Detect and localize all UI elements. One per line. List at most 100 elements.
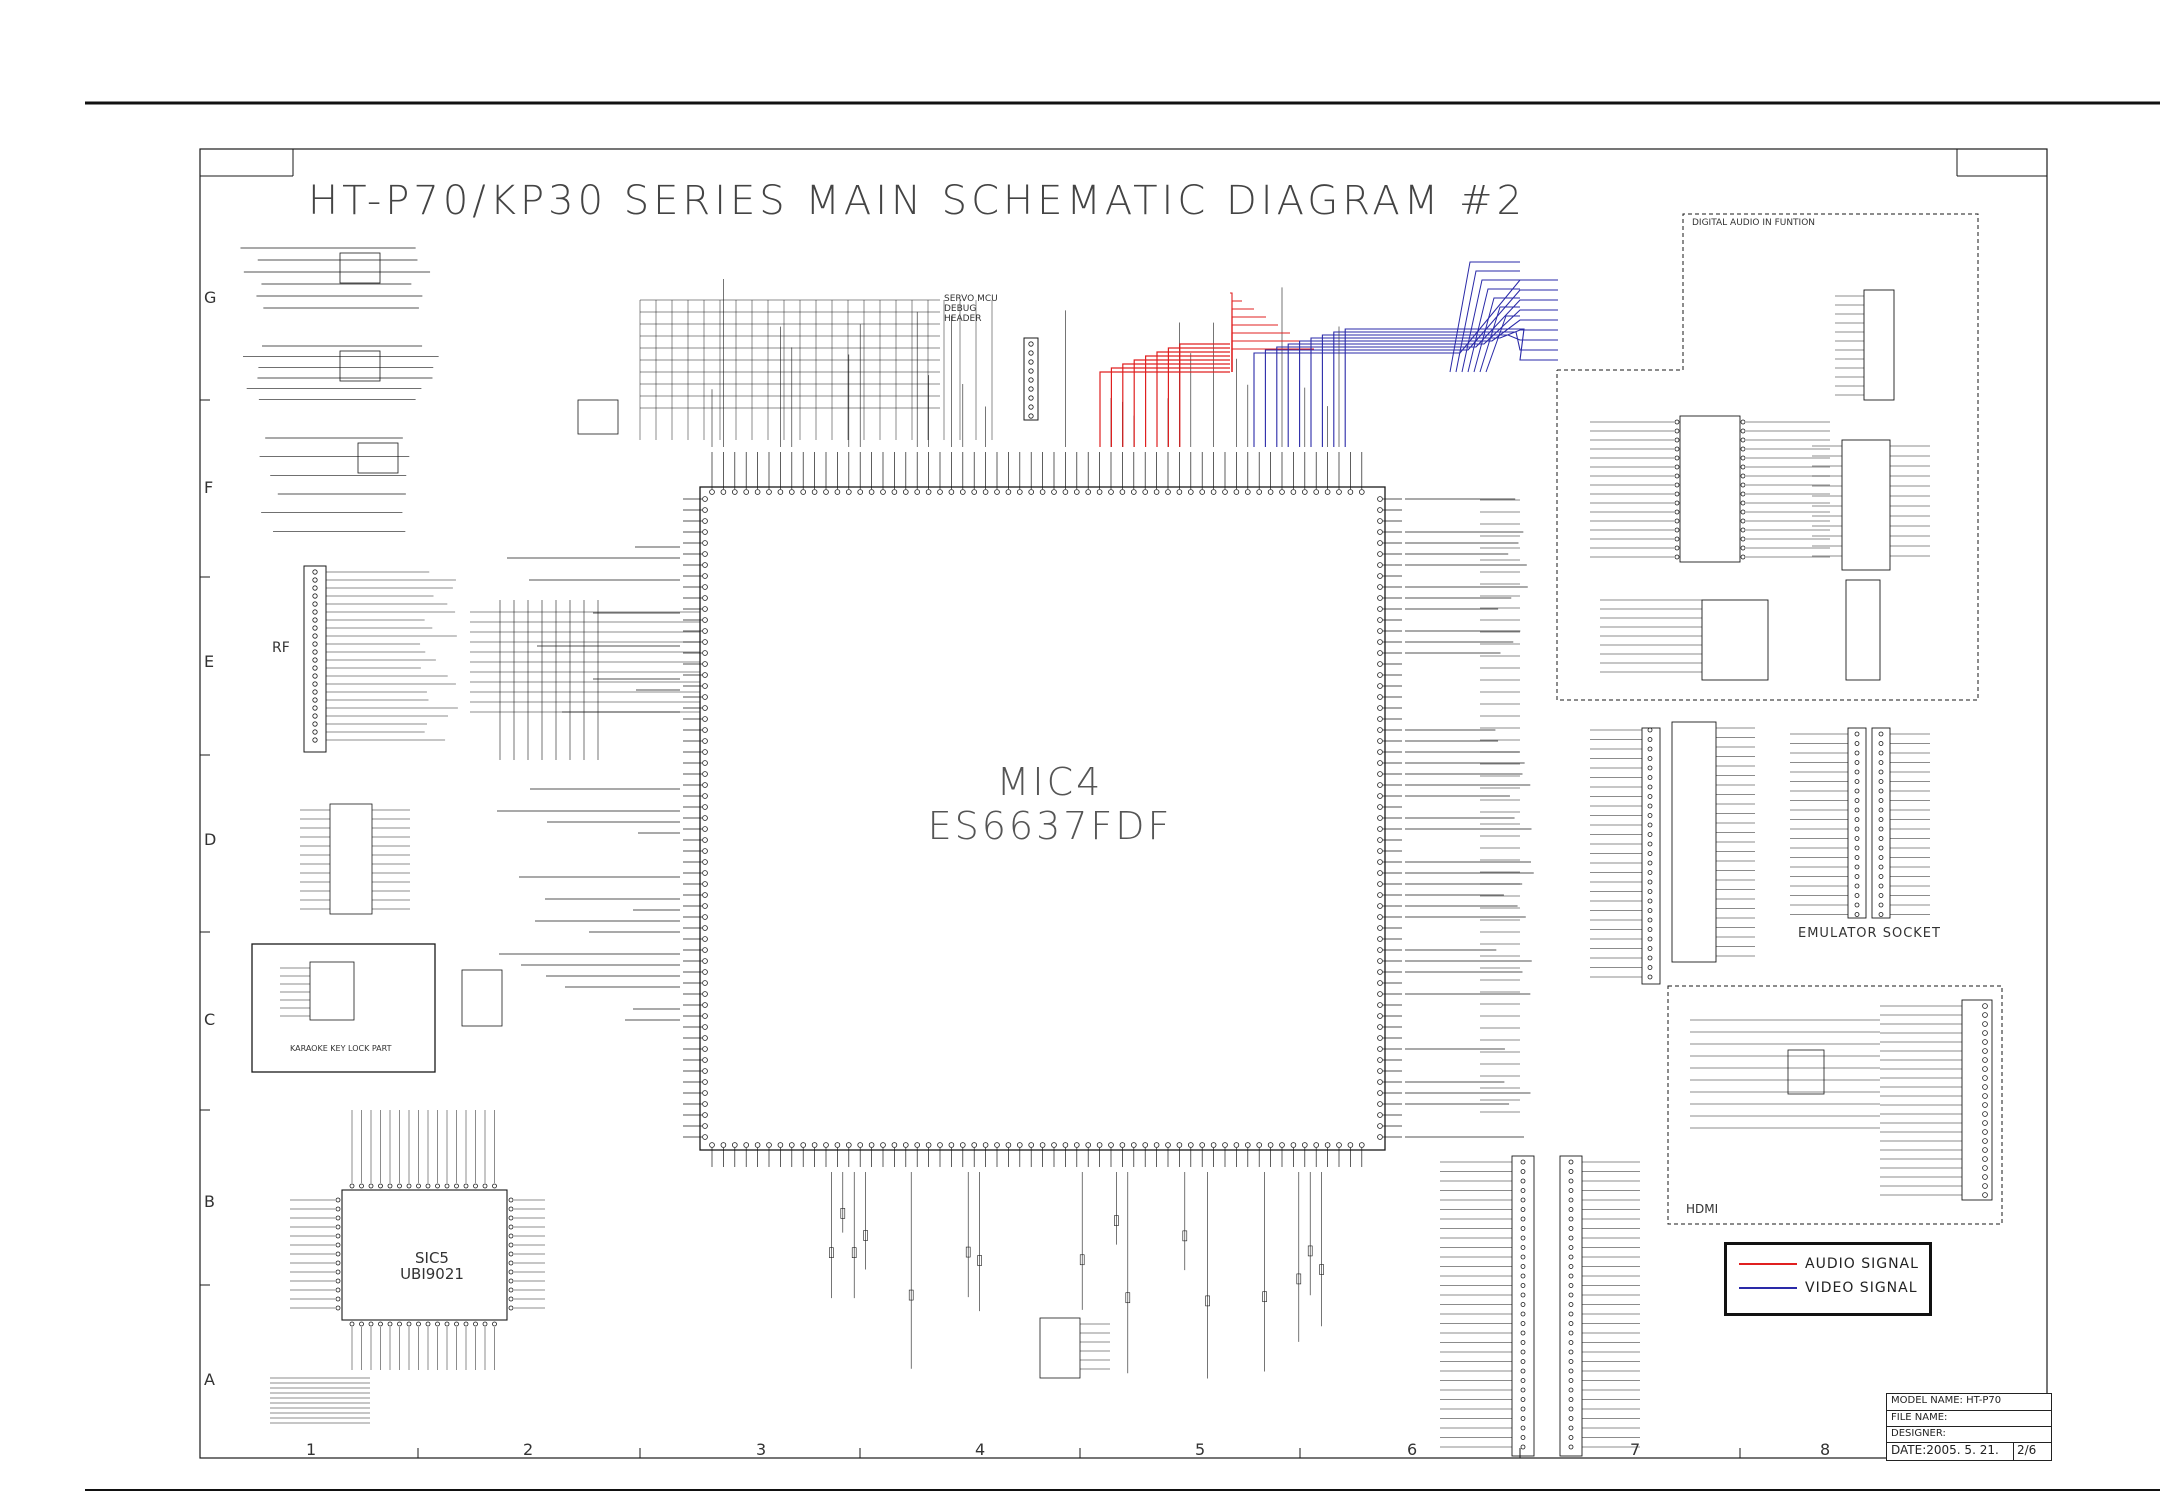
pin (702, 958, 708, 964)
pin (1131, 489, 1137, 495)
pin (1568, 1292, 1574, 1298)
pin (1568, 1330, 1574, 1336)
pin (1854, 883, 1860, 889)
pin (702, 595, 708, 601)
pin (1878, 788, 1884, 794)
pin (1647, 765, 1653, 771)
pin (1165, 489, 1171, 495)
pin (1377, 991, 1383, 997)
pin (387, 1183, 393, 1189)
grid-row-A: A (204, 1370, 215, 1389)
pin (1647, 955, 1653, 961)
pin (702, 969, 708, 975)
video-signal-wire (1276, 299, 1558, 447)
pin (834, 489, 841, 495)
pin (1520, 1226, 1526, 1231)
pin (312, 625, 318, 631)
pin (1377, 496, 1383, 502)
pin (777, 1142, 784, 1148)
pin (1074, 489, 1080, 495)
pin (800, 1142, 806, 1148)
pin (702, 793, 708, 799)
audio-signal-wire (1179, 343, 1230, 447)
pin (1324, 489, 1331, 495)
audio-signal-wire (1156, 351, 1230, 447)
pin (1302, 489, 1308, 495)
pin (1647, 917, 1653, 923)
pin (1982, 1030, 1988, 1036)
pin (1377, 617, 1383, 623)
video-signal-wire (1449, 261, 1520, 373)
pin (1982, 1075, 1988, 1081)
pin (702, 925, 708, 931)
pin (1520, 1216, 1526, 1222)
pin (1377, 914, 1383, 920)
pin (1982, 1129, 1988, 1135)
pin (444, 1321, 450, 1327)
pin (1647, 756, 1653, 761)
pin (463, 1183, 469, 1189)
pin (702, 760, 708, 766)
pin (1740, 464, 1746, 470)
usb-chip-body (341, 1189, 508, 1321)
pin (335, 1197, 341, 1203)
pin (312, 697, 318, 703)
pin (1878, 750, 1884, 756)
pin (1520, 1178, 1526, 1184)
pin (508, 1251, 514, 1257)
pin (312, 649, 318, 655)
pin (1568, 1416, 1574, 1421)
pin (1039, 1142, 1046, 1148)
pin (1256, 1142, 1262, 1148)
pin (1878, 902, 1884, 908)
pin (702, 606, 708, 612)
pin (1647, 851, 1653, 856)
pin (1982, 1039, 1988, 1045)
video-signal-wire (1455, 270, 1520, 373)
bottom-small-ic (1039, 1317, 1081, 1379)
pin (1377, 595, 1383, 601)
pin (1674, 446, 1680, 452)
digital-audio-ic (1841, 439, 1891, 571)
pin (1324, 1142, 1331, 1148)
pin (1982, 1174, 1988, 1180)
pin (1520, 1416, 1526, 1421)
pin (1245, 489, 1251, 495)
pin (368, 1321, 374, 1327)
pin (1028, 404, 1034, 410)
audio-signal-label: AUDIO SIGNAL (1805, 1256, 1919, 1272)
pin (406, 1183, 412, 1189)
pin (1377, 1024, 1383, 1030)
pin (1520, 1368, 1526, 1374)
pin (1647, 841, 1653, 847)
grid-row-G: G (204, 288, 217, 307)
pin (1153, 1142, 1160, 1148)
pin (1520, 1235, 1526, 1241)
pin (1982, 1066, 1988, 1072)
pin (1568, 1359, 1574, 1364)
pin (1740, 527, 1746, 533)
pin (1142, 489, 1148, 495)
pin (1982, 1183, 1988, 1189)
pin (702, 1057, 708, 1063)
pin (482, 1183, 488, 1189)
pin (416, 1321, 421, 1327)
pin (1878, 836, 1884, 841)
audio-signal-wire (1144, 355, 1230, 447)
video-signal-wire (1473, 297, 1520, 373)
pin (1377, 1123, 1383, 1129)
pin (702, 738, 708, 744)
pin (702, 782, 708, 788)
pin (444, 1183, 450, 1189)
emulator-socket-left (1847, 727, 1867, 919)
pin (1028, 350, 1034, 356)
pin (1188, 1142, 1194, 1148)
pin (1647, 879, 1653, 885)
pin (914, 489, 920, 495)
pin (702, 804, 708, 810)
pin (1878, 741, 1884, 746)
pin (1674, 482, 1680, 488)
file-name: FILE NAME: (1887, 1410, 2051, 1425)
pin (1028, 341, 1034, 347)
pin (959, 489, 966, 495)
